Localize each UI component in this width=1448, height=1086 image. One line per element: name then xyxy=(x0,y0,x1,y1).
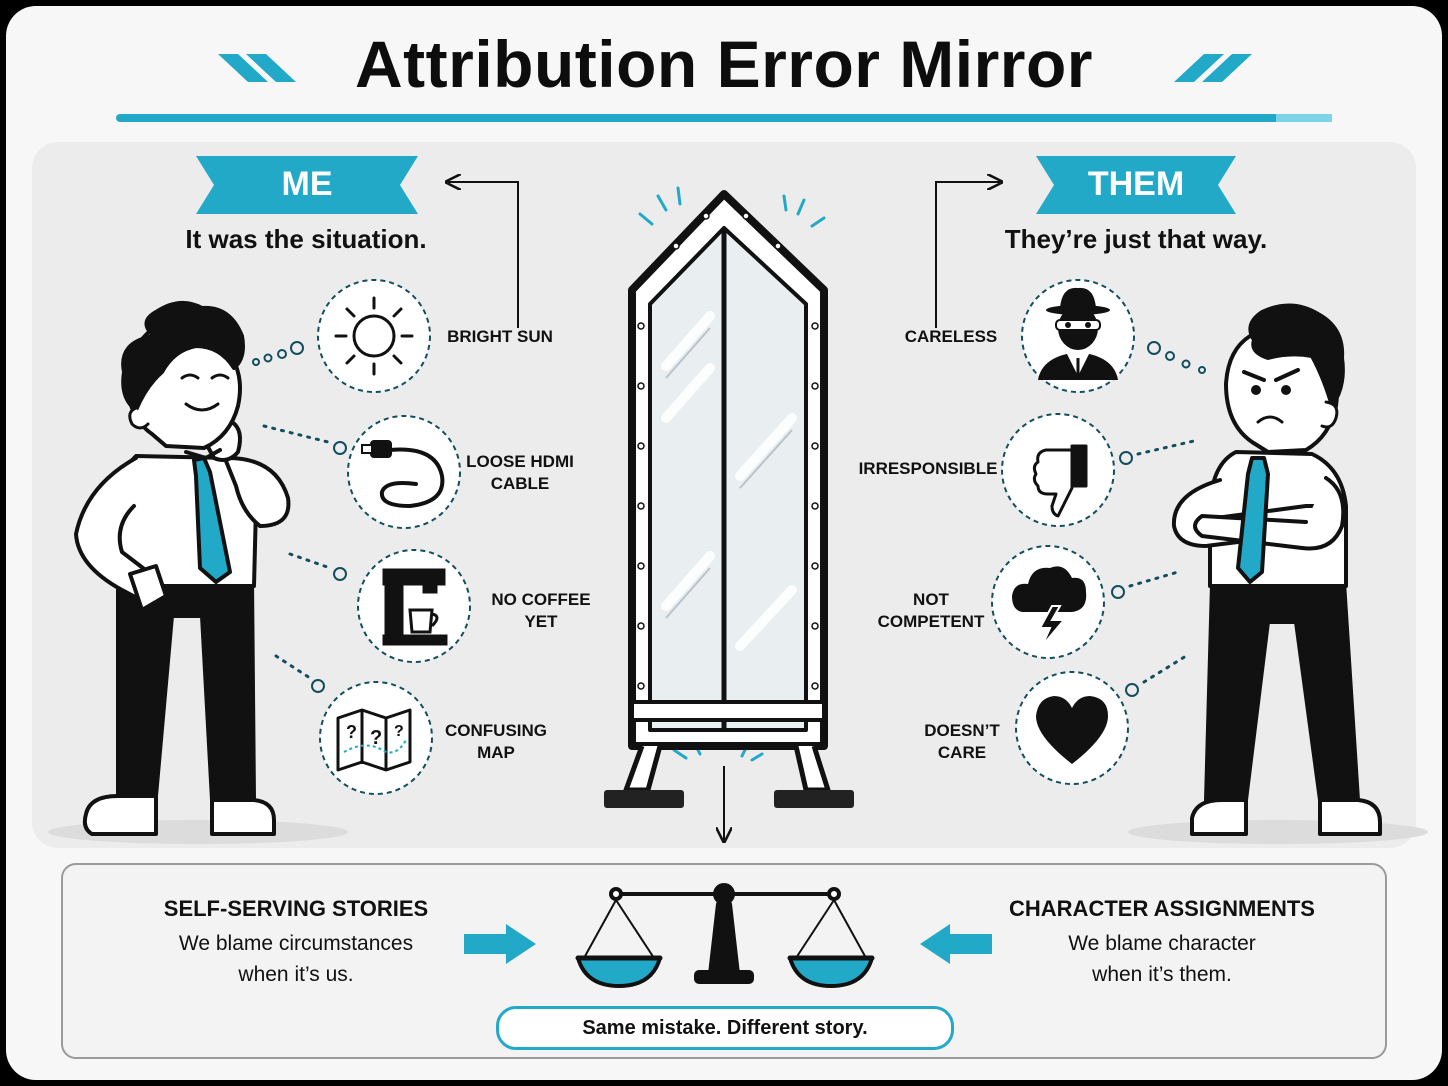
storm-cloud-icon xyxy=(1012,566,1087,647)
me-subtitle: It was the situation. xyxy=(185,224,427,254)
illustration: ? ? ? xyxy=(48,6,1428,1059)
svg-text:?: ? xyxy=(346,722,357,742)
arrow-to-me xyxy=(448,182,519,328)
cause-label-confusing-map: CONFUSING MAP xyxy=(445,721,547,762)
tagline-pill: Same mistake. Different story. xyxy=(496,1006,954,1050)
arrow-to-them xyxy=(935,182,1000,328)
them-subtitle: They’re just that way. xyxy=(1004,224,1268,254)
trait-label-not-competent: NOT COMPETENT xyxy=(877,590,985,631)
hdmi-cable-icon xyxy=(361,440,445,509)
masked-spy-icon xyxy=(1038,287,1118,380)
character-line2: when it’s them. xyxy=(1092,963,1232,986)
coffee-maker-icon xyxy=(382,568,448,646)
them-person xyxy=(1128,303,1428,844)
heart-icon xyxy=(1036,696,1108,764)
me-ribbon: ME xyxy=(281,165,333,203)
me-person xyxy=(48,300,348,844)
me-ribbon-shape xyxy=(196,156,418,214)
them-ribbon-shape xyxy=(1036,156,1236,214)
mirror xyxy=(604,186,854,808)
page-title: Attribution Error Mirror xyxy=(355,27,1093,101)
arrow-right xyxy=(464,924,536,964)
title-decoration xyxy=(116,54,1332,122)
self-serving-heading: SELF-SERVING STORIES xyxy=(163,896,429,921)
sun-icon xyxy=(334,296,414,376)
self-serving-line1: We blame circumstances xyxy=(178,932,414,955)
them-ribbon: THEM xyxy=(1087,165,1185,203)
trait-label-irresponsible: IRRESPONSIBLE xyxy=(858,459,998,478)
arrow-left xyxy=(920,924,992,964)
scale-icon xyxy=(575,883,875,988)
self-serving-line2: when it’s us. xyxy=(238,963,354,986)
cause-label-no-coffee: NO COFFEE YET xyxy=(491,590,591,631)
svg-text:?: ? xyxy=(370,727,382,749)
character-heading: CHARACTER ASSIGNMENTS xyxy=(1009,896,1315,921)
cause-label-bright-sun: BRIGHT SUN xyxy=(447,327,553,346)
thumbs-down-icon xyxy=(1032,444,1088,518)
svg-text:?: ? xyxy=(394,723,404,740)
cause-label-hdmi-cable: LOOSE HDMI CABLE xyxy=(466,452,574,493)
character-line1: We blame character xyxy=(1068,932,1256,955)
map-icon: ? ? ? xyxy=(336,708,412,772)
trait-label-doesnt-care: DOESN’T CARE xyxy=(924,721,1000,762)
infographic-frame: Attribution Error Mirror ME It was the s… xyxy=(6,6,1442,1080)
trait-label-careless: CARELESS xyxy=(904,327,998,346)
